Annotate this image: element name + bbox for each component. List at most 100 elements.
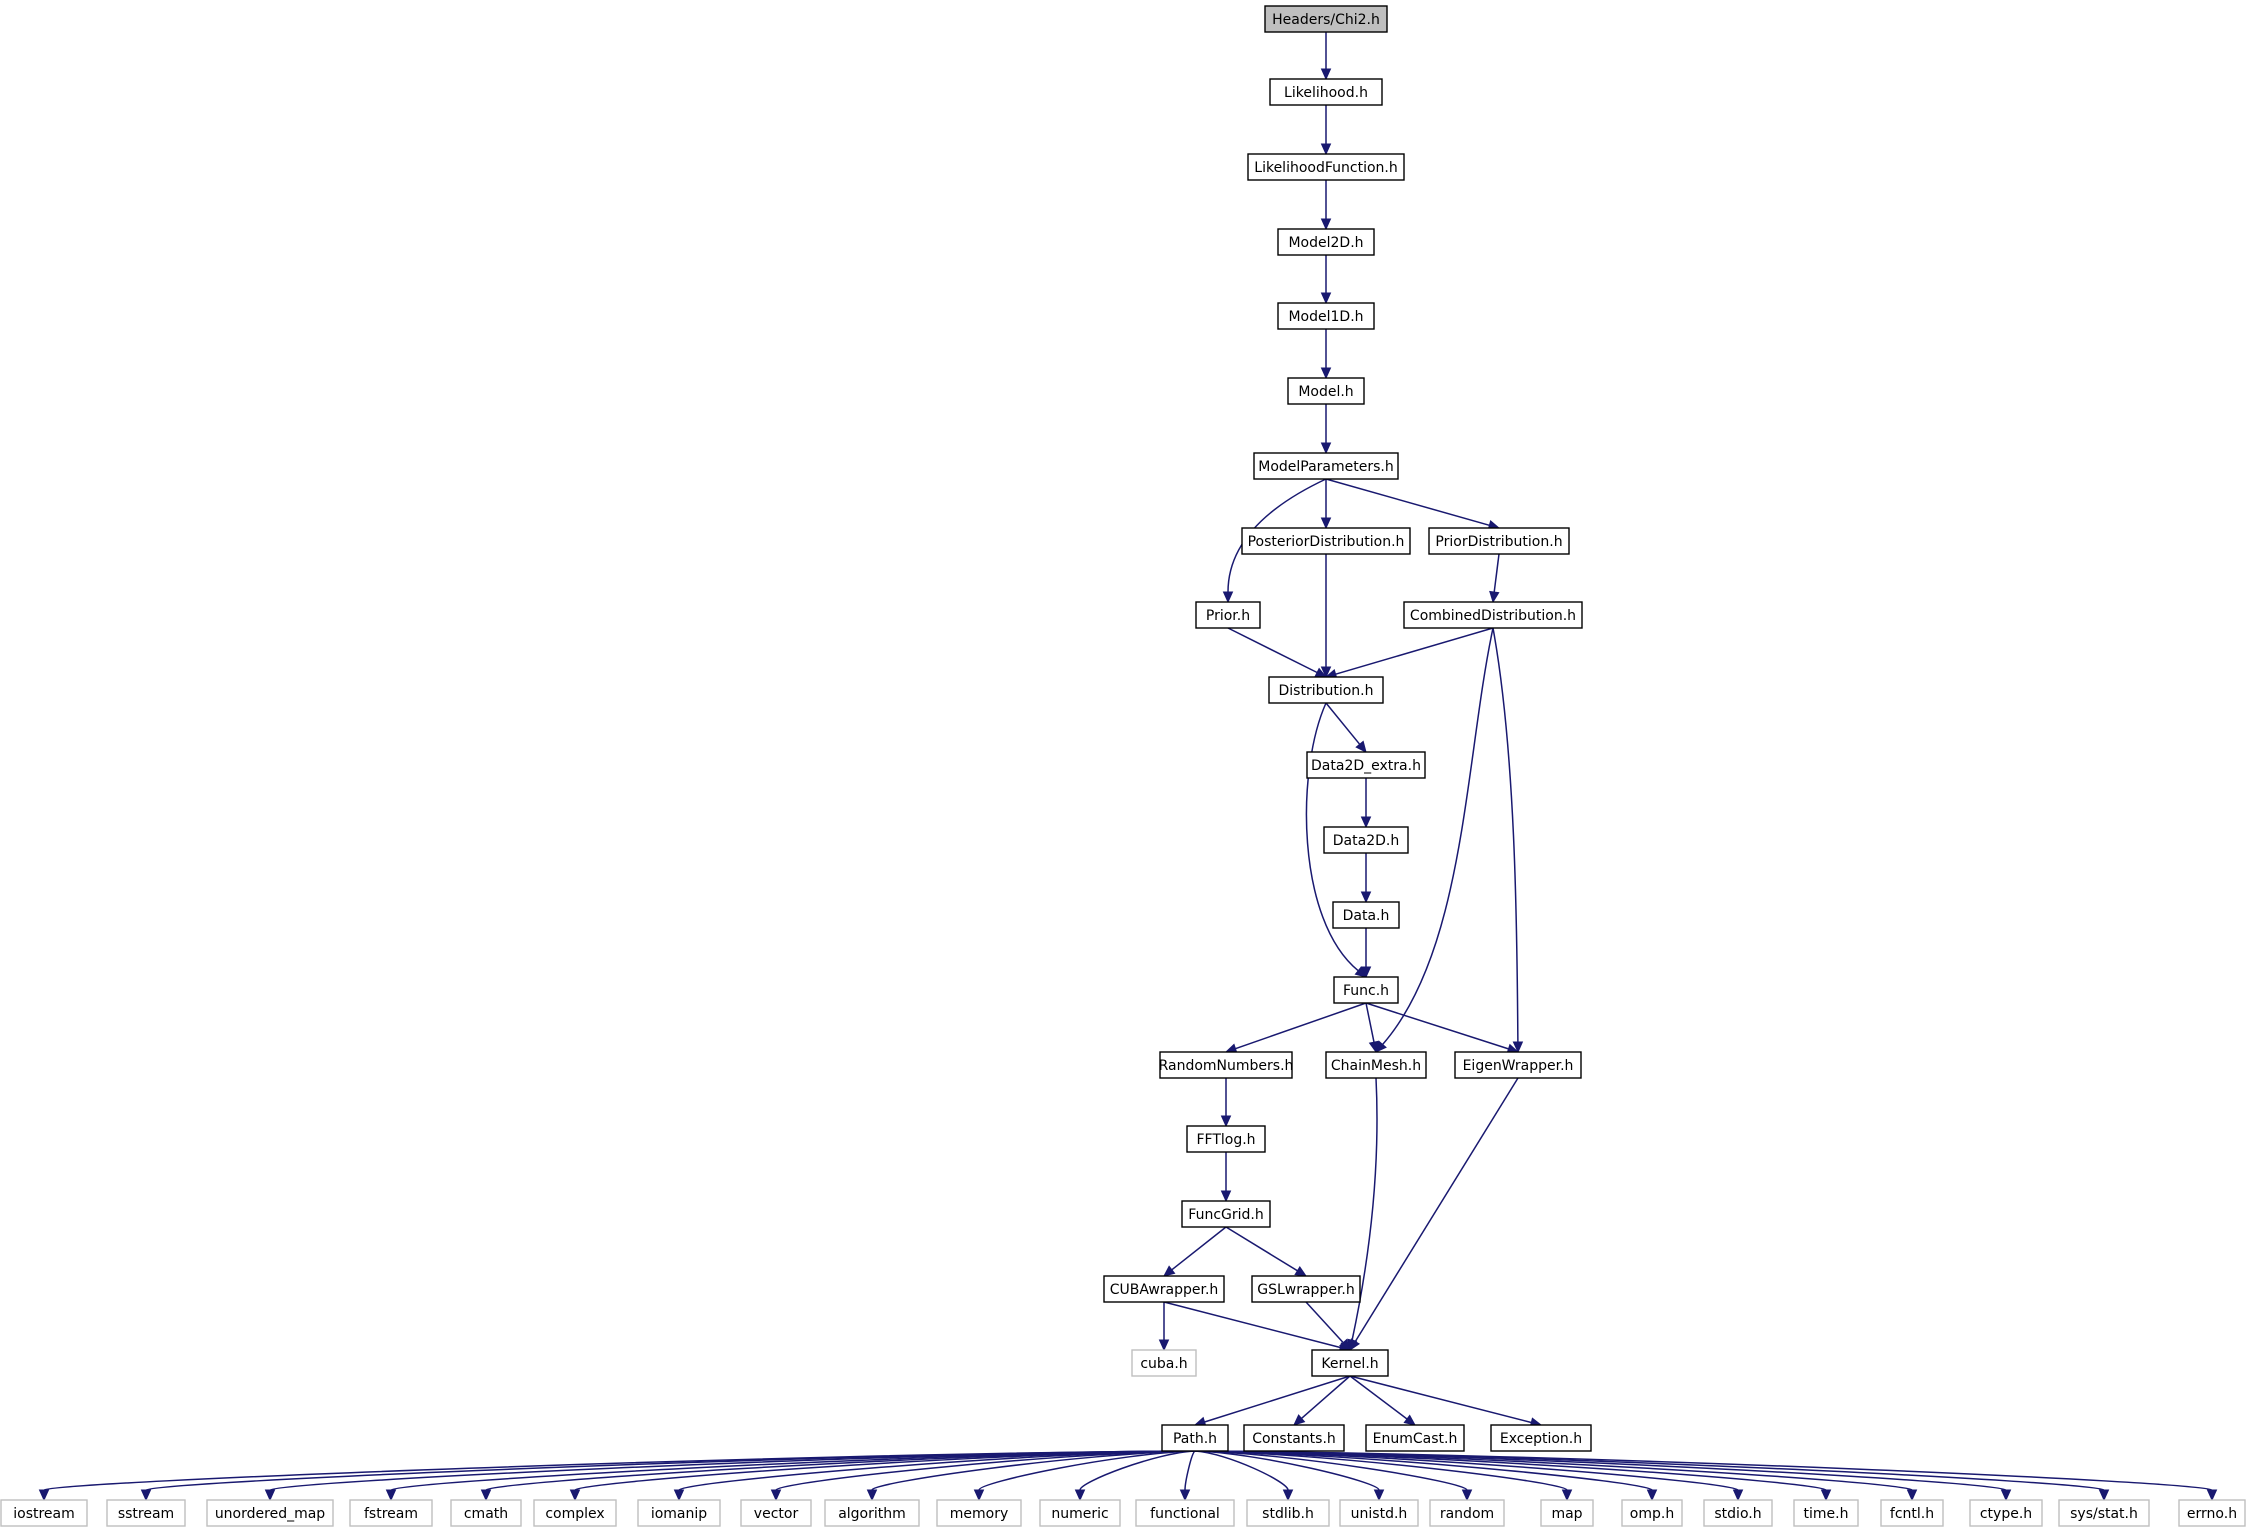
arrowhead (1320, 666, 1332, 679)
edge-line (1079, 1450, 1196, 1491)
arrowhead (569, 1489, 581, 1502)
node-box (1332, 901, 1400, 929)
edge-line (1305, 1301, 1344, 1344)
node-likfunc[interactable]: LikelihoodFunction.h (1247, 153, 1405, 181)
arrowhead (1320, 367, 1332, 380)
node-modelparams[interactable]: ModelParameters.h (1253, 452, 1399, 480)
arrowhead (1512, 1041, 1524, 1054)
node-root[interactable]: Headers/Chi2.h (1264, 5, 1388, 33)
arrowhead (1320, 292, 1332, 305)
node-model[interactable]: Model.h (1287, 377, 1365, 405)
node-data[interactable]: Data.h (1332, 901, 1400, 929)
arrowhead (1360, 816, 1372, 829)
edge-line (1382, 627, 1494, 1045)
edge-path-to-stdlib (1194, 1450, 1294, 1502)
node-label: errno.h (2187, 1506, 2237, 1522)
edge-line (1325, 478, 1490, 527)
node-box (1253, 452, 1399, 480)
node-priordist[interactable]: PriorDistribution.h (1428, 527, 1570, 555)
node-data2dextra[interactable]: Data2D_extra.h (1306, 751, 1426, 779)
node-label: fcntl.h (1890, 1506, 1934, 1522)
node-box (349, 1499, 433, 1527)
edge-line (1365, 1002, 1509, 1050)
node-vector: vector (740, 1499, 812, 1527)
edge-cuba-to-cubah (1158, 1302, 1170, 1352)
node-box (1161, 1424, 1229, 1452)
node-iostream: iostream (0, 1499, 88, 1527)
node-label: RandomNumbers.h (1159, 1058, 1294, 1074)
node-label: ChainMesh.h (1331, 1058, 1421, 1074)
node-exception[interactable]: Exception.h (1490, 1424, 1592, 1452)
arrowhead (1220, 1115, 1232, 1128)
arrowhead (1320, 442, 1332, 455)
node-gsl[interactable]: GSLwrapper.h (1251, 1275, 1361, 1303)
node-box (1131, 1349, 1197, 1377)
node-box (1621, 1499, 1683, 1527)
edge-line (1325, 702, 1361, 745)
node-model1d[interactable]: Model1D.h (1277, 302, 1375, 330)
node-prior[interactable]: Prior.h (1195, 601, 1261, 629)
node-funcgrid[interactable]: FuncGrid.h (1181, 1200, 1271, 1228)
node-label: Func.h (1343, 983, 1389, 999)
node-label: Data.h (1343, 908, 1390, 924)
arrowhead (2000, 1489, 2012, 1502)
node-combined[interactable]: CombinedDistribution.h (1403, 601, 1583, 629)
arrowhead (140, 1489, 152, 1502)
edge-kernel-to-constants (1293, 1375, 1351, 1426)
node-box (1429, 1499, 1505, 1527)
node-box (1540, 1499, 1594, 1527)
node-func[interactable]: Func.h (1333, 976, 1399, 1004)
edge-kernel-to-path (1193, 1375, 1351, 1427)
edge-modelparams-to-posterior (1320, 479, 1332, 530)
edge-line (1194, 1450, 1289, 1491)
node-box (1277, 228, 1375, 256)
node-path[interactable]: Path.h (1161, 1424, 1229, 1452)
node-fftlog[interactable]: FFTlog.h (1186, 1125, 1266, 1153)
node-distribution[interactable]: Distribution.h (1268, 676, 1384, 704)
node-data2d[interactable]: Data2D.h (1323, 826, 1409, 854)
node-model2d[interactable]: Model2D.h (1277, 228, 1375, 256)
node-label: sstream (118, 1506, 174, 1522)
node-label: Model.h (1298, 384, 1353, 400)
node-kernel[interactable]: Kernel.h (1311, 1349, 1389, 1377)
node-likelihood[interactable]: Likelihood.h (1269, 78, 1383, 106)
node-chainmesh[interactable]: ChainMesh.h (1325, 1051, 1427, 1079)
edge-posterior-to-distribution (1320, 554, 1332, 679)
edge-line (1194, 1450, 1468, 1491)
edge-line (1492, 627, 1519, 1043)
node-cuba[interactable]: CUBAwrapper.h (1103, 1275, 1225, 1303)
arrowhead (1360, 891, 1372, 904)
node-label: Distribution.h (1279, 683, 1374, 699)
arrowhead (1349, 1338, 1361, 1352)
node-label: Likelihood.h (1284, 85, 1368, 101)
edge-model-to-modelparams (1320, 404, 1332, 455)
node-iomanip: iomanip (637, 1499, 721, 1527)
node-constants[interactable]: Constants.h (1243, 1424, 1345, 1452)
arrowhead (1360, 966, 1372, 979)
node-box (824, 1499, 920, 1527)
arrowhead (1282, 1489, 1294, 1502)
node-box (2058, 1499, 2150, 1527)
arrowhead (1220, 1190, 1232, 1203)
arrowhead (1158, 1339, 1170, 1352)
node-box (1333, 976, 1399, 1004)
node-random[interactable]: RandomNumbers.h (1159, 1051, 1294, 1079)
edge-funcgrid-to-cuba (1163, 1226, 1227, 1277)
edge-data-to-func (1360, 928, 1372, 979)
edge-line (1184, 1450, 1196, 1491)
node-label: memory (950, 1506, 1009, 1522)
node-memory: memory (936, 1499, 1022, 1527)
edge-model2d-to-model1d (1320, 255, 1332, 305)
node-ctype: ctype.h (1969, 1499, 2043, 1527)
node-eigen[interactable]: EigenWrapper.h (1454, 1051, 1582, 1079)
node-label: Constants.h (1252, 1431, 1336, 1447)
edge-chainmesh-to-kernel (1347, 1077, 1378, 1352)
edge-func-to-eigen (1365, 1002, 1520, 1054)
arrowhead (2206, 1489, 2218, 1502)
arrowhead (1355, 740, 1367, 753)
node-posterior[interactable]: PosteriorDistribution.h (1241, 527, 1411, 555)
edge-line (1204, 1375, 1351, 1423)
node-enumcast[interactable]: EnumCast.h (1365, 1424, 1465, 1452)
edge-eigen-to-kernel (1349, 1077, 1519, 1352)
